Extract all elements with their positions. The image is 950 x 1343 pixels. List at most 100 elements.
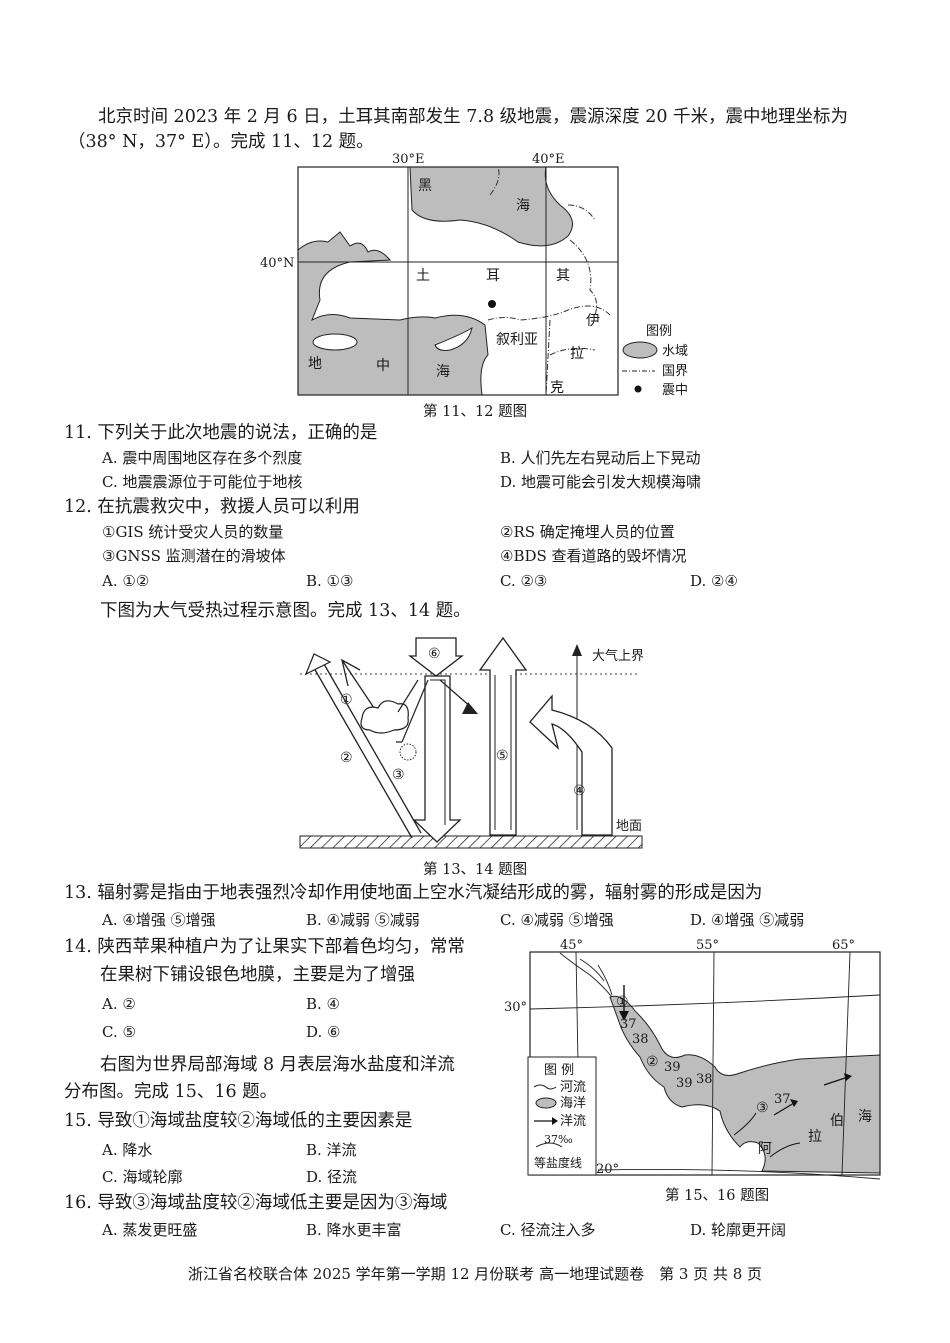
legend-isoline: 等盐度线 — [534, 1155, 582, 1170]
legend-ocean: 海洋 — [560, 1096, 586, 1111]
intro-line-1: 北京时间 2023 年 2 月 6 日，土耳其南部发生 7.8 级地震，震源深度… — [98, 107, 849, 127]
label-3: ③ — [392, 767, 405, 783]
q12-statement-3: ③GNSS 监测潜在的滑坡体 — [102, 547, 286, 565]
q13-option-b[interactable]: B. ④减弱 ⑤减弱 — [306, 911, 420, 929]
legend-iso-value: 37‰ — [544, 1133, 573, 1146]
diagram2-caption: 第 13、14 题图 — [423, 862, 528, 878]
label-atmosphere-top: 大气上界 — [592, 648, 644, 664]
label-2: ② — [646, 1054, 659, 1070]
q13-stem: 13. 辐射雾是指由于地表强烈冷却作用使地面上空水汽凝结形成的雾，辐射雾的形成是… — [64, 883, 763, 903]
q15-option-d[interactable]: D. 径流 — [306, 1168, 358, 1186]
intro-3-line-2: 分布图。完成 15、16 题。 — [64, 1082, 278, 1102]
label-zhong: 中 — [376, 358, 390, 374]
iso-37-a: 37 — [620, 1017, 637, 1032]
q12-statement-2: ②RS 确定掩埋人员的位置 — [500, 523, 675, 541]
label-1: ① — [616, 994, 629, 1010]
label-1: ① — [340, 692, 353, 708]
legend-box — [527, 1056, 597, 1176]
label-di: 地 — [308, 356, 322, 372]
q12-option-a[interactable]: A. ①② — [102, 572, 150, 590]
iso-39-b: 39 — [676, 1076, 693, 1091]
iso-39-a: 39 — [664, 1060, 681, 1075]
label-ke: 克 — [550, 380, 564, 396]
lon-30-label: 30°E — [392, 152, 425, 167]
label-hai: 海 — [858, 1109, 872, 1125]
intro-line-2: （38° N，37° E）。完成 11、12 题。 — [68, 132, 374, 152]
q12-option-c[interactable]: C. ②③ — [500, 572, 548, 590]
ground-surface — [299, 835, 643, 849]
q12-option-b[interactable]: B. ①③ — [306, 572, 354, 590]
label-a: 阿 — [758, 1141, 772, 1157]
q12-stem: 12. 在抗震救灾中，救援人员可以利用 — [64, 497, 360, 517]
label-5: ⑤ — [496, 748, 509, 764]
atmosphere-diagram: 大气上界 地面 ⑥ ⑤ ④ ② ① ③ — [299, 636, 644, 849]
q14-stem-1: 14. 陕西苹果种植户为了让果实下部着色均匀，常常 — [64, 937, 465, 957]
label-qi: 其 — [556, 268, 570, 284]
q16-option-d[interactable]: D. 轮廓更开阔 — [690, 1221, 787, 1239]
label-syria: 叙利亚 — [496, 331, 538, 348]
label-3: ③ — [756, 1100, 769, 1116]
scattering-icon — [399, 743, 417, 761]
label-2: ② — [340, 750, 353, 766]
q16-option-b[interactable]: B. 降水更丰富 — [306, 1221, 402, 1239]
q11-option-a[interactable]: A. 震中周围地区存在多个烈度 — [102, 449, 303, 467]
intro-2: 下图为大气受热过程示意图。完成 13、14 题。 — [100, 601, 471, 621]
legend-river: 河流 — [560, 1080, 586, 1095]
legend-water-swatch — [622, 341, 658, 359]
q15-option-a[interactable]: A. 降水 — [102, 1141, 153, 1159]
label-er: 耳 — [486, 268, 500, 284]
label-tu: 土 — [416, 268, 430, 284]
lon-45-label: 45° — [560, 938, 583, 953]
label-yi: 伊 — [586, 313, 600, 329]
legend-ocean-swatch — [535, 1097, 557, 1109]
q13-option-d[interactable]: D. ④增强 ⑤减弱 — [690, 911, 805, 929]
legend-water: 水域 — [662, 344, 688, 359]
lat-30-label: 30° — [504, 1000, 527, 1015]
q16-option-a[interactable]: A. 蒸发更旺盛 — [102, 1221, 198, 1239]
q14-option-d[interactable]: D. ⑥ — [306, 1023, 341, 1041]
lon-40-label: 40°E — [532, 152, 565, 167]
lat-40-label: 40°N — [260, 256, 294, 271]
legend-title: 图例 — [646, 324, 672, 339]
label-4: ④ — [573, 783, 586, 799]
q11-option-d[interactable]: D. 地震可能会引发大规模海啸 — [500, 473, 702, 491]
q14-option-a[interactable]: A. ② — [102, 995, 136, 1013]
legend-current: 洋流 — [560, 1114, 586, 1129]
legend-river-icon — [533, 1084, 557, 1090]
page-footer: 浙江省名校联合体 2025 学年第一学期 12 月份联考 高一地理试题卷 第 3… — [187, 1265, 763, 1283]
legend-current-icon — [552, 1117, 558, 1125]
label-hei: 黑 — [418, 178, 432, 194]
q15-option-b[interactable]: B. 洋流 — [306, 1141, 357, 1159]
label-hai-black: 海 — [516, 198, 530, 214]
q16-option-c[interactable]: C. 径流注入多 — [500, 1221, 596, 1239]
map1-caption: 第 11、12 题图 — [423, 404, 528, 420]
cloud-icon — [360, 700, 409, 734]
q15-stem: 15. 导致①海域盐度较②海域低的主要因素是 — [64, 1111, 413, 1131]
q14-stem-2: 在果树下铺设银色地膜，主要是为了增强 — [100, 965, 415, 985]
iso-38-a: 38 — [632, 1032, 649, 1047]
q13-option-a[interactable]: A. ④增强 ⑤增强 — [102, 911, 216, 929]
q14-option-c[interactable]: C. ⑤ — [102, 1023, 136, 1041]
q12-statement-1: ①GIS 统计受灾人员的数量 — [102, 523, 284, 541]
iso-38-b: 38 — [696, 1072, 713, 1087]
q13-option-c[interactable]: C. ④减弱 ⑤增强 — [500, 911, 614, 929]
q11-stem: 11. 下列关于此次地震的说法，正确的是 — [64, 423, 378, 443]
label-bo: 伯 — [830, 1113, 844, 1129]
q12-option-d[interactable]: D. ②④ — [690, 572, 738, 590]
q12-statement-4: ④BDS 查看道路的毁坏情况 — [500, 547, 687, 565]
q11-option-b[interactable]: B. 人们先左右晃动后上下晃动 — [500, 449, 701, 467]
q14-option-b[interactable]: B. ④ — [306, 995, 341, 1013]
q15-option-c[interactable]: C. 海域轮廓 — [102, 1168, 183, 1186]
label-6: ⑥ — [428, 646, 441, 662]
label-la: 拉 — [808, 1129, 822, 1145]
salinity-map: 45° 55° 65° 30° 20° ① ② ③ 37 38 39 39 38… — [504, 938, 881, 1180]
lon-55-label: 55° — [696, 938, 719, 953]
q11-option-c[interactable]: C. 地震震源位于可能位于地核 — [102, 473, 303, 491]
legend-epicenter-dot — [634, 385, 642, 393]
label-hai-med: 海 — [436, 364, 450, 380]
epicenter-dot — [488, 300, 496, 308]
q16-stem: 16. 导致③海域盐度较②海域低主要是因为③海域 — [64, 1193, 448, 1213]
label-la: 拉 — [570, 346, 584, 362]
map-frame — [297, 166, 619, 396]
legend-epicenter: 震中 — [662, 383, 688, 398]
